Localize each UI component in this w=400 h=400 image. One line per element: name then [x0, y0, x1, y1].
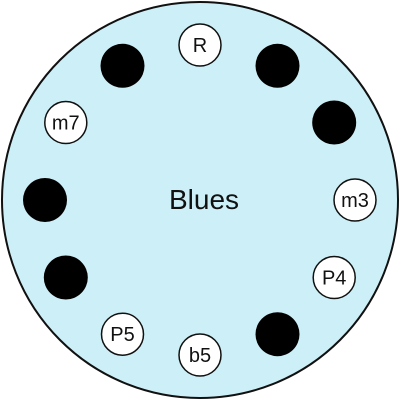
note-circle-m3 — [333, 178, 377, 222]
note-label-p5: P5 — [110, 324, 134, 346]
note-circle-r — [178, 23, 222, 67]
center-title: Blues — [169, 184, 239, 215]
note-label-p4: P4 — [322, 268, 346, 290]
note-circle-m7 — [44, 100, 88, 145]
note-label-m3: m3 — [341, 190, 369, 212]
note-circle-p5 — [100, 312, 145, 356]
filled-note-dot — [255, 312, 300, 357]
filled-note-dot — [312, 100, 357, 145]
note-label-m7: m7 — [52, 113, 80, 135]
filled-note-dot — [23, 178, 67, 222]
note-circle-p4 — [312, 255, 356, 300]
note-circle-b5 — [178, 333, 222, 377]
filled-note-dot — [100, 43, 145, 88]
filled-note-dot — [43, 255, 88, 300]
note-label-b5: b5 — [189, 345, 211, 367]
note-label-r: R — [193, 35, 207, 57]
filled-note-dot — [255, 43, 300, 88]
